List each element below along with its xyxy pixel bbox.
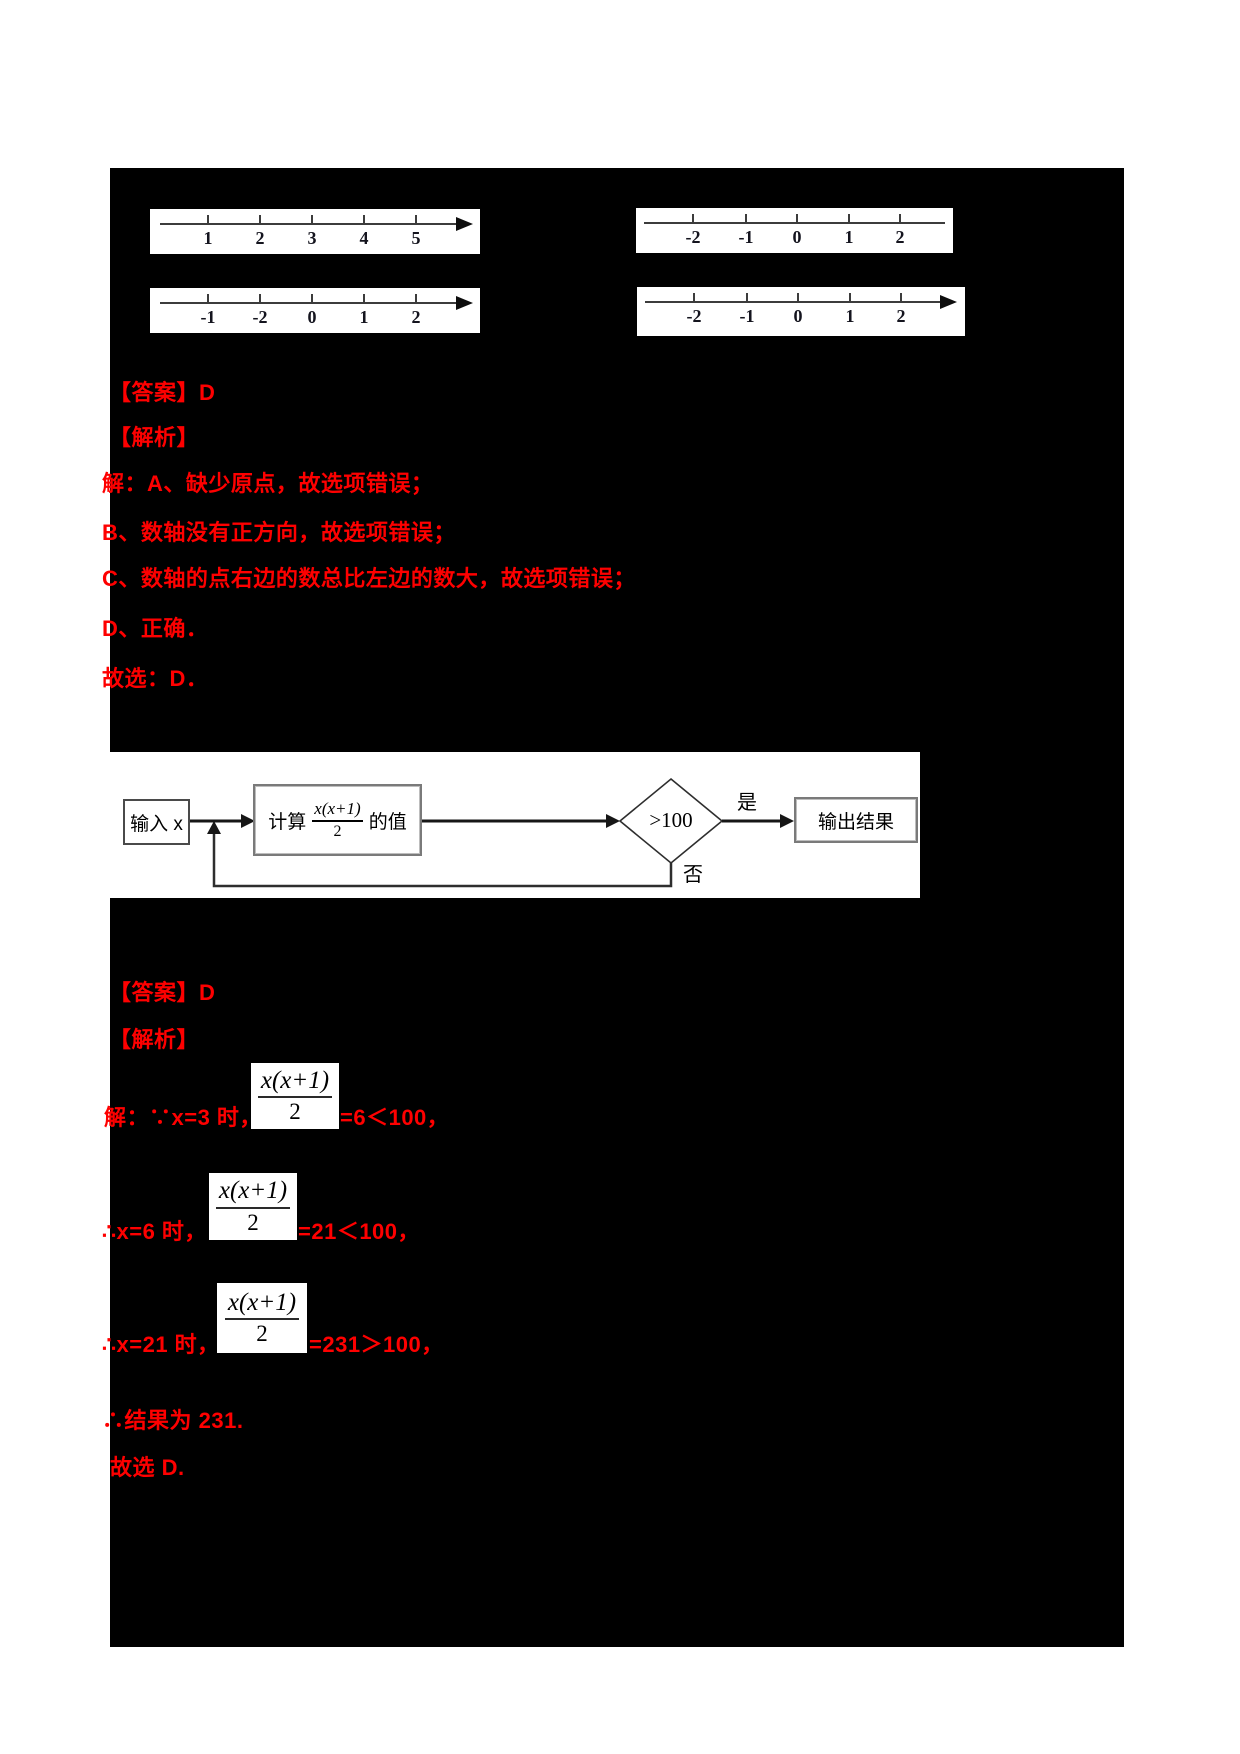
flow-yes-label: 是	[737, 792, 757, 814]
tick-mark	[746, 293, 748, 302]
fraction-numerator: x(x+1)	[218, 1177, 288, 1205]
step2-fraction-figure: x(x+1) 2	[209, 1173, 297, 1240]
solution-result: ∴结果为 231.	[102, 1408, 244, 1433]
tick-label: 1	[845, 306, 855, 326]
tick-mark	[796, 214, 798, 223]
tick-label: 2	[411, 307, 421, 327]
flow-compute-suffix: 的值	[368, 811, 407, 833]
tick-label: 0	[792, 227, 802, 247]
fraction-denominator: 2	[256, 1321, 268, 1347]
solution-line-c: C、数轴的点右边的数总比左边的数大，故选项错误；	[102, 566, 636, 591]
tick-label: -1	[738, 227, 754, 247]
fraction-bar	[216, 1206, 290, 1209]
tick-label: -2	[686, 306, 702, 326]
fraction-bar	[225, 1318, 299, 1321]
tick-mark	[311, 215, 313, 224]
analysis-label-2: 【解析】	[109, 1027, 200, 1052]
flowchart-figure: 输入 x 计算 x(x+1) 2 的值 >100 是 否 输出结果	[107, 752, 920, 898]
fraction-denominator: 2	[247, 1209, 259, 1235]
tick-mark	[415, 215, 417, 224]
tick-label: -1	[200, 307, 216, 327]
tick-label: 4	[359, 228, 369, 248]
solution-conclusion-1: 故选：D．	[102, 666, 209, 691]
tick-mark	[363, 215, 365, 224]
tick-label: 1	[844, 227, 854, 247]
number-line-option-a: 1 2 3 4 5	[150, 209, 480, 254]
tick-mark	[259, 294, 261, 303]
step2-post-text: =21＜100，	[298, 1219, 421, 1244]
axis-line	[160, 302, 460, 304]
content-panel	[110, 168, 1124, 1647]
tick-label: 0	[793, 306, 803, 326]
tick-mark	[797, 293, 799, 302]
solution-line-b: B、数轴没有正方向，故选项错误；	[102, 520, 456, 545]
axis-line	[645, 301, 943, 303]
step1-pre-text: 解：∵x=3 时，	[104, 1105, 262, 1130]
fraction-numerator: x(x+1)	[227, 1288, 297, 1316]
flowchart-connectors	[186, 777, 794, 888]
tick-label: 5	[411, 228, 421, 248]
step1-fraction-figure: x(x+1) 2	[251, 1063, 339, 1129]
analysis-label-1: 【解析】	[109, 425, 200, 450]
tick-label: 1	[203, 228, 213, 248]
tick-mark	[692, 214, 694, 223]
tick-label: 2	[896, 306, 906, 326]
tick-mark	[415, 294, 417, 303]
step2-pre-text: ∴x=6 时，	[102, 1219, 207, 1244]
axis-arrow-icon	[456, 217, 473, 231]
flow-output-box: 输出结果	[794, 797, 918, 843]
flow-input-box: 输入 x	[123, 799, 190, 845]
solution-line-a: 解：A、缺少原点，故选项错误；	[102, 471, 434, 496]
tick-label: -1	[739, 306, 755, 326]
tick-mark	[693, 293, 695, 302]
tick-mark	[849, 293, 851, 302]
number-line-option-d: -2 -1 0 1 2	[637, 287, 965, 336]
fraction-denominator: 2	[333, 822, 342, 840]
tick-label: 0	[307, 307, 317, 327]
fraction-denominator: 2	[289, 1099, 301, 1125]
flow-compute-prefix: 计算	[268, 811, 307, 833]
axis-arrow-icon	[940, 295, 957, 309]
step3-fraction-figure: x(x+1) 2	[217, 1283, 307, 1353]
tick-label: 2	[895, 227, 905, 247]
tick-label: 3	[307, 228, 317, 248]
fraction-bar	[312, 819, 363, 822]
tick-mark	[848, 214, 850, 223]
step3-pre-text: ∴x=21 时，	[102, 1332, 220, 1357]
solution-conclusion-2: 故选 D.	[110, 1455, 185, 1480]
tick-mark	[363, 294, 365, 303]
number-line-option-b: -2 -1 0 1 2	[636, 208, 953, 253]
tick-mark	[207, 294, 209, 303]
fraction-numerator: x(x+1)	[314, 798, 361, 818]
tick-mark	[259, 215, 261, 224]
flow-input-label: 输入 x	[130, 813, 183, 835]
tick-label: -2	[252, 307, 268, 327]
flow-condition-label: >100	[649, 808, 693, 832]
tick-mark	[899, 214, 901, 223]
flow-compute-fraction: x(x+1) 2	[312, 798, 363, 840]
step1-post-text: =6＜100，	[340, 1105, 450, 1130]
flow-no-label: 否	[683, 864, 703, 886]
tick-mark	[207, 215, 209, 224]
tick-mark	[745, 214, 747, 223]
axis-line	[160, 223, 460, 225]
tick-mark	[311, 294, 313, 303]
axis-arrow-icon	[456, 296, 473, 310]
axis-line	[644, 222, 945, 224]
answer-label-2: 【答案】D	[109, 980, 216, 1005]
tick-label: 1	[359, 307, 369, 327]
solution-line-d: D、正确．	[102, 616, 209, 641]
fraction-bar	[258, 1096, 332, 1099]
tick-label: 2	[255, 228, 265, 248]
flow-compute-box: 计算 x(x+1) 2 的值	[253, 784, 422, 856]
step3-post-text: =231＞100，	[309, 1332, 444, 1357]
fraction-numerator: x(x+1)	[260, 1066, 330, 1094]
tick-mark	[900, 293, 902, 302]
number-line-option-c: -1 -2 0 1 2	[150, 288, 480, 333]
answer-label-1: 【答案】D	[109, 380, 216, 405]
flow-output-label: 输出结果	[817, 811, 894, 833]
tick-label: -2	[685, 227, 701, 247]
